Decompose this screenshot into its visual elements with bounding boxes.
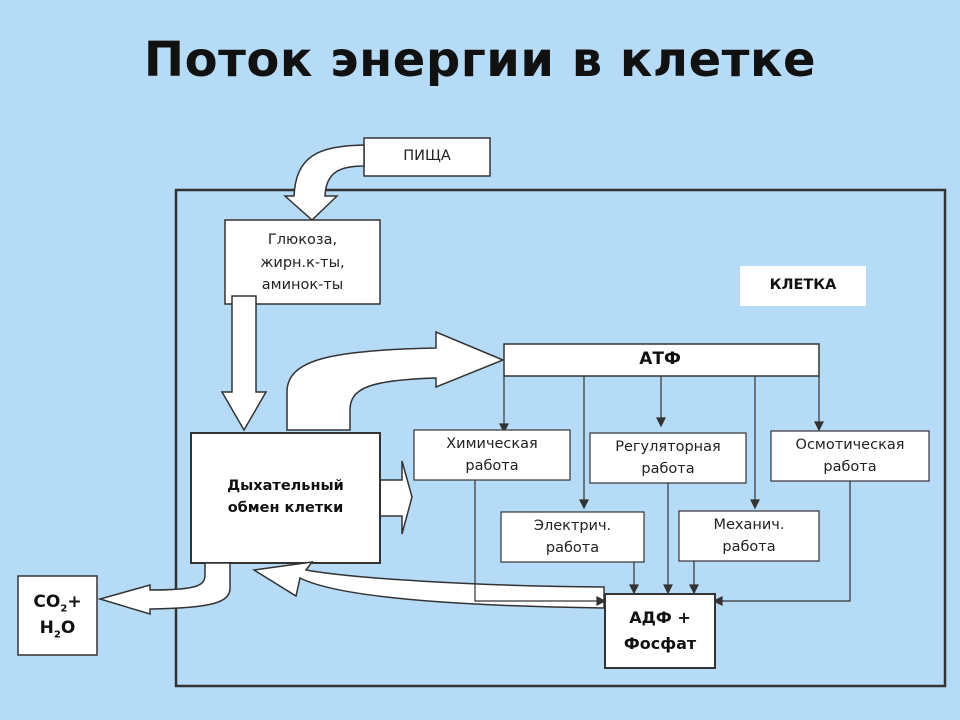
respiration-label: Дыхательный обмен клетки (227, 478, 344, 516)
cell-frame (174, 188, 947, 688)
page-title: Поток энергии в клетке (143, 32, 817, 88)
adp-arrows (474, 480, 851, 606)
cell-label-box (740, 266, 866, 306)
chemical-box (413, 429, 571, 481)
co2-formula: CO2+ (33, 591, 82, 614)
electric-box (500, 511, 645, 563)
adp-return-arrow (251, 561, 605, 609)
respiration-to-atp-arrow (286, 330, 505, 431)
heat-arrow (379, 460, 413, 535)
mechanical-label: Механич. работа (713, 517, 785, 555)
nutrients-box (224, 219, 381, 305)
osmotic-label: Осмотическая работа (795, 437, 905, 475)
food-arrow (283, 144, 365, 222)
nutrients-label: Глюкоза, жирн.к-ты, аминок-ты (260, 232, 345, 294)
co2-box (17, 575, 98, 656)
mechanical-box (678, 510, 820, 562)
regulatory-box (589, 432, 747, 484)
adp-label: АДФ + Фосфат (623, 608, 697, 653)
co2-label: CO2+ H2O (18, 580, 97, 652)
co2-arrow (97, 562, 231, 616)
chemical-label: Химическая работа (446, 436, 538, 474)
atp-arrows (499, 376, 824, 510)
food-label: ПИЩА (403, 148, 451, 165)
adp-box (604, 593, 716, 669)
food-box (363, 137, 491, 177)
respiration-box (190, 432, 381, 564)
regulatory-label: Регуляторная работа (615, 439, 721, 477)
h2o-formula: H2O (39, 618, 76, 641)
nutrients-arrow (220, 295, 268, 432)
cell-label: КЛЕТКА (769, 277, 837, 294)
osmotic-box (770, 430, 930, 482)
electric-label: Электрич. работа (533, 518, 612, 556)
atp-label: АТФ (639, 349, 681, 370)
